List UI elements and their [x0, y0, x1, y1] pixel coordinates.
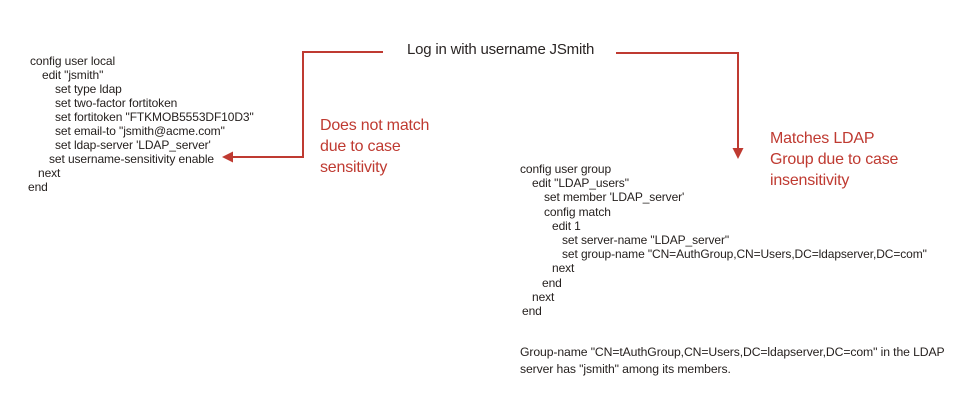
- callout-line: insensitivity: [770, 172, 850, 189]
- login-title: Log in with username JSmith: [407, 41, 595, 58]
- code-line: set server-name "LDAP_server": [562, 233, 730, 248]
- code-line: set email-to "jsmith@acme.com": [55, 124, 225, 138]
- callout-line: due to case: [320, 138, 401, 155]
- code-line: next: [38, 166, 61, 180]
- callout-case-sensitivity: Does not match due to case sensitivity: [320, 115, 429, 178]
- code-line: end: [28, 180, 48, 194]
- code-line: set group-name "CN=AuthGroup,CN=Users,DC…: [562, 247, 927, 262]
- footnote: Group-name "CN=tAuthGroup,CN=Users,DC=ld…: [520, 344, 945, 378]
- code-line: config user local: [30, 54, 116, 68]
- code-line: edit 1: [552, 218, 581, 233]
- callout-line: Matches LDAP: [770, 130, 875, 147]
- footnote-line: server has "jsmith" among its members.: [520, 362, 731, 376]
- code-line: set two-factor fortitoken: [55, 96, 178, 110]
- arrowhead-down-icon: [732, 148, 744, 159]
- code-line: next: [552, 261, 575, 276]
- code-line: set fortitoken "FTKMOB5553DF10D3": [55, 110, 254, 124]
- code-line: config match: [544, 204, 611, 219]
- local-user-config-block: config user local edit "jsmith" set type…: [28, 54, 254, 194]
- footnote-line: Group-name "CN=tAuthGroup,CN=Users,DC=ld…: [520, 345, 945, 359]
- callout-line: Group due to case: [770, 151, 899, 168]
- code-line: set type ldap: [55, 82, 122, 96]
- code-line: end: [522, 304, 542, 319]
- code-line: edit "LDAP_users": [532, 176, 629, 191]
- code-line: set ldap-server 'LDAP_server': [55, 138, 211, 152]
- code-line: config user group: [520, 162, 612, 176]
- callout-line: sensitivity: [320, 159, 388, 176]
- user-group-config-block: config user group edit "LDAP_users" set …: [520, 162, 927, 318]
- code-line: set username-sensitivity enable: [49, 152, 214, 166]
- code-line: next: [532, 289, 555, 304]
- code-line: set member 'LDAP_server': [544, 190, 685, 205]
- code-line: edit "jsmith": [42, 68, 104, 82]
- callout-line: Does not match: [320, 117, 430, 134]
- arrow-to-group-config: [616, 52, 744, 159]
- code-line: end: [542, 275, 562, 290]
- callout-case-insensitivity: Matches LDAP Group due to case insensiti…: [770, 128, 898, 191]
